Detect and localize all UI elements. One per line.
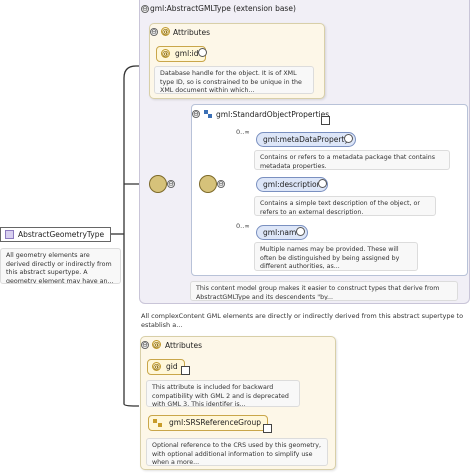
attributes-top-collapse-toggle[interactable]: ⊖: [150, 28, 158, 36]
extension-collapse-toggle[interactable]: ⊖: [141, 5, 149, 13]
group-icon: [204, 110, 213, 119]
element-cardinality: 0..∞: [236, 222, 250, 230]
attribute-gid[interactable]: @ gid: [147, 359, 185, 375]
attribute-srs-expand-icon[interactable]: [263, 424, 272, 433]
attribute-gid-doc: This attribute is included for backward …: [146, 380, 300, 407]
attribute-group-ref-icon: [153, 419, 163, 428]
element-description[interactable]: gml:description: [256, 177, 329, 192]
attribute-gml-id-doc: Database handle for the object. It is of…: [154, 66, 314, 94]
group-sequence-collapse-toggle[interactable]: ⊖: [217, 180, 225, 188]
element-expand-icon[interactable]: [296, 227, 305, 236]
attribute-group-srsreferencegroup[interactable]: gml:SRSReferenceGroup: [148, 415, 269, 431]
complex-type-icon: [5, 230, 14, 239]
element-metadataproperty[interactable]: gml:metaDataProperty: [256, 132, 356, 147]
attributes-top-title: Attributes: [173, 28, 211, 37]
root-type-label: AbstractGeometryType: [18, 230, 105, 239]
attribute-icon: @: [152, 362, 161, 371]
element-metadataproperty-doc: Contains or refers to a metadata package…: [254, 150, 450, 170]
element-expand-icon[interactable]: [344, 134, 353, 143]
attribute-group-icon: @: [152, 340, 161, 349]
attribute-group-icon: @: [161, 27, 170, 36]
group-expand-icon[interactable]: [321, 116, 330, 125]
attributes-bottom-collapse-toggle[interactable]: ⊖: [141, 341, 149, 349]
extension-title: gml:AbstractGMLType (extension base): [150, 4, 296, 13]
element-name-doc: Multiple names may be provided. These wi…: [254, 242, 418, 271]
root-type-abstractgeometrytype[interactable]: AbstractGeometryType: [0, 227, 112, 242]
group-title: gml:StandardObjectProperties: [216, 110, 330, 119]
root-type-doc: All geometry elements are derived direct…: [0, 248, 121, 284]
extension-doc: All complexContent GML elements are dire…: [141, 312, 464, 329]
attribute-gml-id[interactable]: @ gml:id: [156, 46, 206, 62]
element-name[interactable]: gml:name: [256, 225, 308, 240]
attribute-srs-doc: Optional reference to the CRS used by th…: [146, 438, 328, 466]
group-sequence-icon: [199, 175, 217, 193]
element-expand-icon[interactable]: [318, 179, 327, 188]
attribute-icon: @: [161, 49, 170, 58]
sequence-compositor-icon: [149, 175, 167, 193]
attribute-gid-expand-icon[interactable]: [181, 366, 190, 375]
element-description-doc: Contains a simple text description of th…: [254, 196, 436, 216]
sequence-collapse-toggle[interactable]: ⊖: [167, 180, 175, 188]
group-doc: This content model group makes it easier…: [190, 281, 458, 301]
attributes-bottom-title: Attributes: [165, 341, 203, 350]
attribute-gid-label: gid: [166, 362, 178, 371]
attribute-expand-icon[interactable]: [198, 48, 207, 57]
attribute-srs-label: gml:SRSReferenceGroup: [169, 418, 262, 427]
attribute-gml-id-label: gml:id: [175, 49, 199, 58]
element-cardinality: 0..∞: [236, 128, 250, 136]
group-collapse-toggle[interactable]: ⊖: [192, 110, 200, 118]
